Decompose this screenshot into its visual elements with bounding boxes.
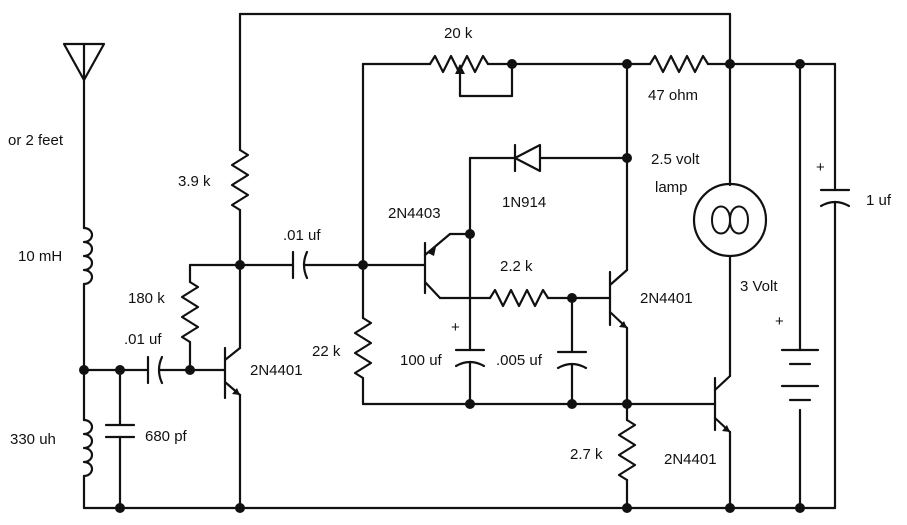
label-2-2k: 2.2 k (500, 258, 533, 275)
label-100uf: 100 uf (400, 352, 443, 369)
resistor-180k (180, 263, 242, 372)
capacitor-005uf (556, 296, 588, 406)
label-005uf: .005 uf (496, 352, 543, 369)
label-180k: 180 k (128, 290, 165, 307)
antenna-symbol (62, 42, 106, 230)
label-3-9k: 3.9 k (178, 173, 211, 190)
label-10mh: 10 mH (18, 248, 62, 265)
resistor-22k (353, 62, 373, 406)
capacitor-coupling-01uf (238, 250, 427, 280)
lamp-2-5v (692, 12, 768, 378)
capacitor-1uf (819, 62, 851, 510)
label-q4-2n4401: 2N4401 (664, 451, 717, 468)
label-2-7k: 2.7 k (570, 446, 603, 463)
junction-dots (79, 59, 805, 513)
label-1n914: 1N914 (502, 194, 546, 211)
label-q3-2n4401: 2N4401 (640, 290, 693, 307)
label-3-volt: 3 Volt (740, 278, 778, 295)
label-c-in: .01 uf (124, 331, 162, 348)
label-q1-2n4401: 2N4401 (250, 362, 303, 379)
label-lamp: lamp (655, 179, 688, 196)
label-1uf-plus: + (816, 159, 825, 176)
transistor-q4-npn (713, 374, 732, 510)
label-battery-plus: + (775, 313, 784, 330)
capacitor-100uf (454, 232, 486, 406)
transistor-q1-npn (223, 263, 242, 510)
battery-3v (780, 62, 820, 510)
label-2n4403: 2N4403 (388, 205, 441, 222)
potentiometer-20k (361, 54, 629, 98)
label-330uh: 330 uh (10, 431, 56, 448)
resistor-3-9k (230, 12, 250, 267)
label-100uf-plus: + (451, 319, 460, 336)
label-1uf: 1 uf (866, 192, 892, 209)
inductor-330uh (82, 418, 94, 510)
capacitor-680pf (104, 368, 136, 510)
diode-1n914 (468, 143, 629, 236)
label-antenna-note: or 2 feet (8, 132, 64, 149)
label-47ohm: 47 ohm (648, 87, 698, 104)
label-lamp-voltage: 2.5 volt (651, 151, 700, 168)
inductor-10mh (82, 226, 94, 422)
label-20k: 20 k (444, 25, 473, 42)
transistor-q3-npn (608, 62, 629, 406)
resistor-2-7k (617, 402, 637, 510)
label-680pf: 680 pf (145, 428, 188, 445)
transistor-q2-pnp (423, 232, 492, 300)
label-22k: 22 k (312, 343, 341, 360)
resistor-2-2k (488, 288, 612, 308)
label-c-couple: .01 uf (283, 227, 321, 244)
